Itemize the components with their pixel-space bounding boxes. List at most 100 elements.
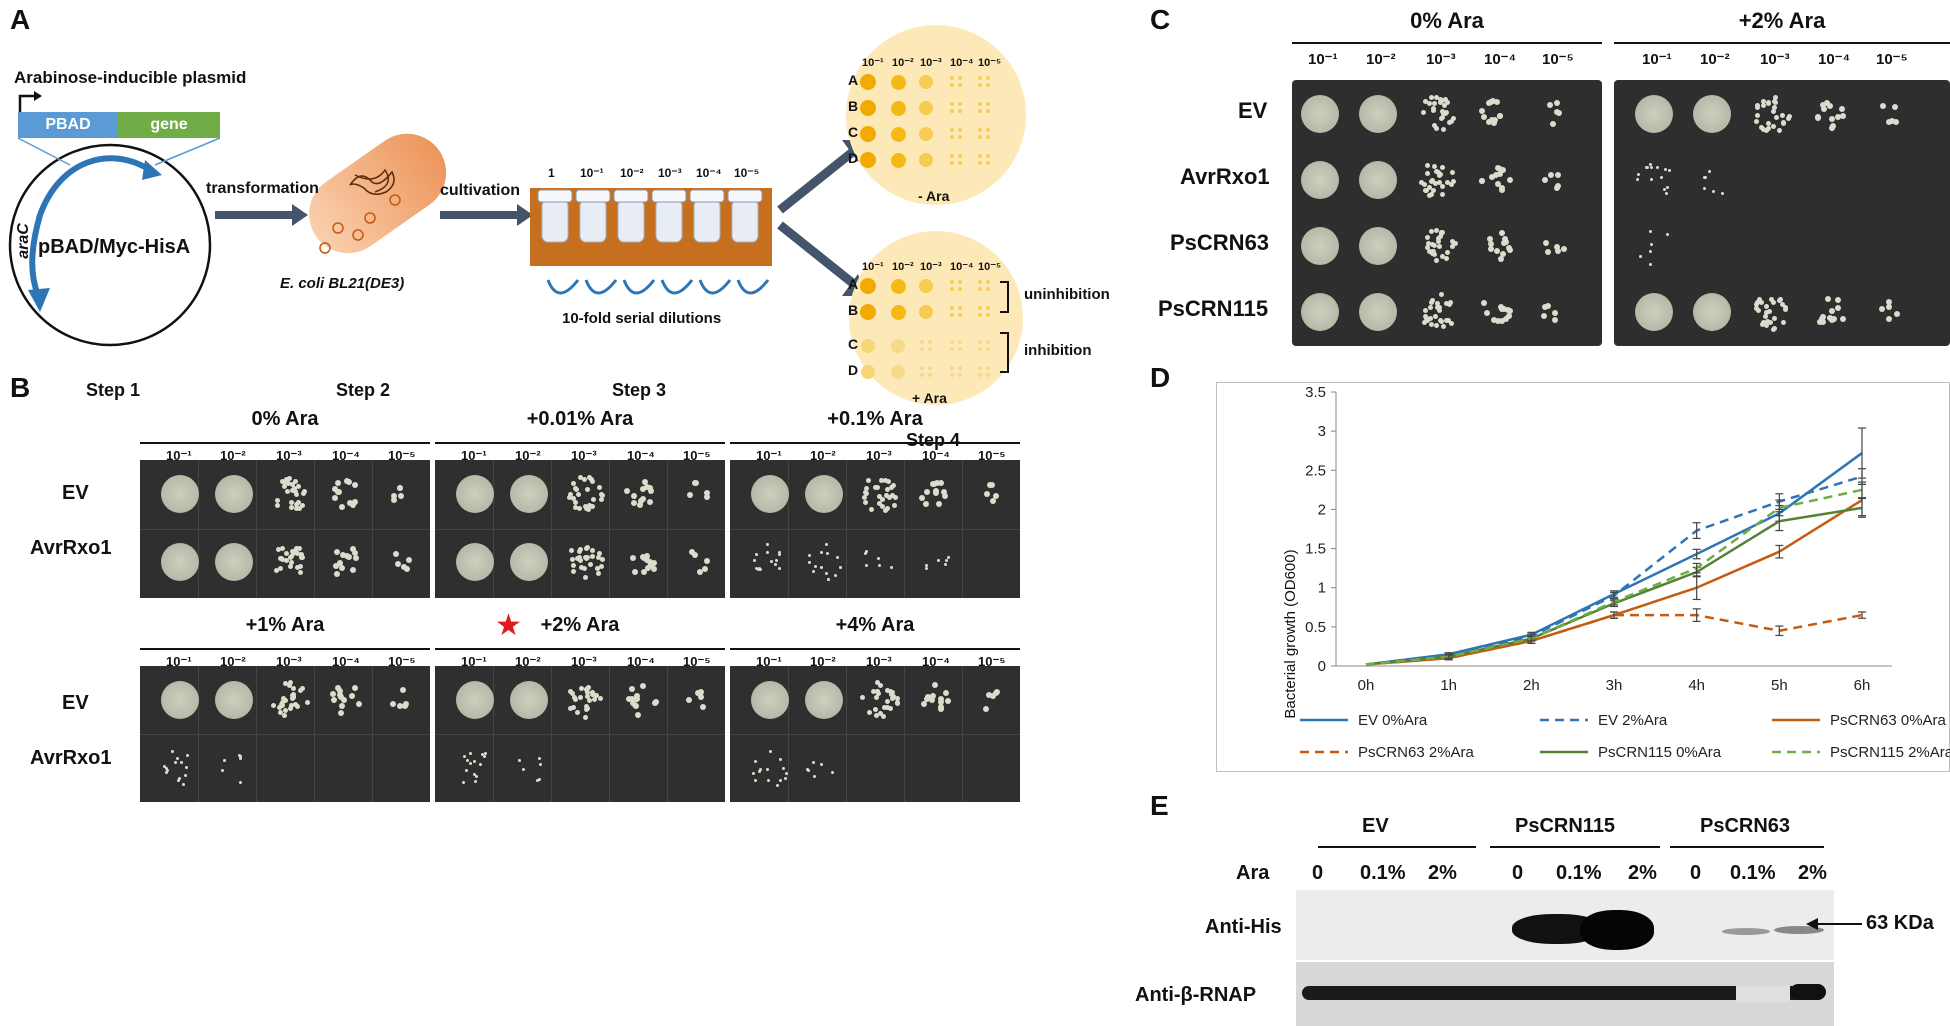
colony-dot (928, 696, 935, 703)
colony-dot (879, 497, 885, 503)
colony-dot (1424, 170, 1430, 176)
colony-dot (298, 570, 304, 576)
colony-dot (1478, 108, 1485, 115)
colony-dot (585, 705, 591, 711)
plate-row-label: C (848, 124, 859, 140)
colony-dot (1765, 318, 1771, 324)
colony-dot (1483, 310, 1490, 317)
colony-spot (215, 681, 253, 719)
colony-dot (942, 492, 949, 499)
colony-dot (400, 564, 407, 571)
colony-spot (805, 475, 843, 513)
dilution-label: 10⁻³ (276, 448, 302, 463)
colony-dot (570, 557, 576, 563)
marker-label: 63 KDa (1866, 912, 1934, 934)
colony-dot (768, 749, 772, 753)
colony-dot (334, 549, 341, 556)
colony-dot (879, 477, 885, 483)
dilution-label: 10⁻⁵ (1876, 51, 1908, 68)
dilution-label: 10⁻² (810, 654, 836, 669)
colony-dot (1453, 241, 1459, 247)
colony-dot (689, 549, 695, 556)
x-tick-label: 0h (1358, 677, 1375, 694)
plus-ara-label: + Ara (912, 390, 947, 406)
colony-dot (1495, 317, 1502, 324)
colony-dot (588, 561, 594, 567)
x-tick-label: 6h (1854, 677, 1871, 694)
dilution-label: 10⁻⁴ (332, 448, 360, 463)
colony-dot (577, 546, 583, 552)
colony-dot (344, 478, 351, 485)
colony-dot (757, 769, 761, 773)
colony-dot (1759, 125, 1764, 131)
colony-dot (647, 488, 654, 495)
colony-dot (586, 506, 592, 512)
plate-colony (978, 161, 982, 165)
colony-dot (1650, 178, 1654, 182)
colony-dot (1444, 180, 1450, 186)
condition-header-line (435, 648, 725, 650)
plate-colony (978, 373, 982, 377)
colony-dot (646, 559, 653, 566)
colony-spot (510, 543, 548, 581)
colony-spot (215, 475, 253, 513)
colony-dot (638, 498, 645, 505)
colony-dot (284, 557, 290, 563)
legend-label: EV 2%Ara (1598, 712, 1668, 729)
colony-dot (924, 564, 928, 568)
colony-dot (1494, 99, 1501, 106)
colony-dot (1769, 296, 1775, 302)
colony-dot (352, 554, 359, 561)
colony-spot (510, 475, 548, 513)
plate-spot (860, 152, 876, 168)
colony-spot (1635, 293, 1673, 331)
colony-dot (277, 565, 283, 571)
colony-dot (330, 690, 337, 697)
colony-dot (885, 699, 891, 705)
colony-dot (577, 695, 583, 701)
colony-dot (289, 505, 295, 511)
colony-dot (1761, 98, 1767, 104)
colony-dot (581, 565, 587, 571)
colony-dot (636, 501, 643, 508)
anti-his-blot (1296, 890, 1834, 960)
colony-dot (890, 694, 896, 700)
colony-dot (1760, 319, 1766, 325)
colony-dot (1506, 308, 1513, 315)
colony-dot (698, 693, 705, 700)
colony-dot (1648, 262, 1652, 266)
colony-dot (1424, 187, 1430, 193)
colony-dot (824, 543, 828, 547)
plasmid-circle (8, 143, 212, 347)
colony-dot (330, 696, 337, 703)
colony-dot (754, 552, 758, 556)
colony-dot (1480, 113, 1487, 120)
lane-label: 0 (1690, 862, 1702, 884)
colony-dot (279, 702, 285, 708)
condition-title: +2% Ara (1738, 8, 1826, 33)
colony-spot (1693, 95, 1731, 133)
colony-dot (586, 697, 592, 703)
colony-dot (356, 701, 363, 708)
plate-colony (958, 161, 962, 165)
colony-dot (1766, 120, 1772, 126)
colony-dot (349, 546, 356, 553)
colony-dot (404, 566, 411, 573)
colony-dot (590, 547, 596, 553)
y-tick-label: 0 (1318, 658, 1326, 675)
colony-dot (1886, 315, 1893, 322)
colony-dot (646, 485, 653, 492)
plate-colony (986, 280, 990, 284)
colony-dot (1766, 126, 1772, 132)
row-label: PsCRN115 (1158, 296, 1269, 321)
panel-label-e: E (1150, 790, 1169, 821)
colony-dot (943, 689, 950, 696)
colony-dot (594, 692, 600, 698)
colony-dot (878, 563, 882, 567)
colony-dot (883, 493, 889, 499)
colony-dot (1834, 304, 1841, 311)
colony-dot (274, 567, 280, 573)
colony-dot (1426, 193, 1432, 199)
dilution-label: 10⁻² (515, 654, 541, 669)
colony-dot (1554, 109, 1561, 116)
